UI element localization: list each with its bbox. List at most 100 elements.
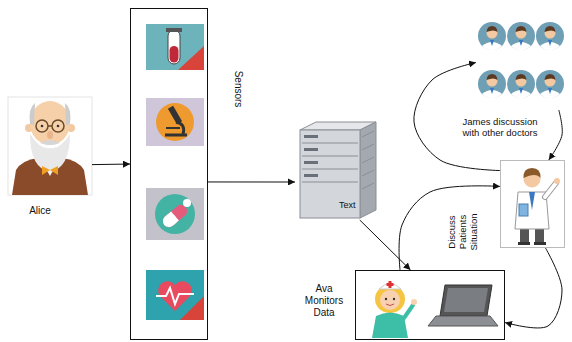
nurse-figure-part xyxy=(380,290,400,310)
microscope-icon-part xyxy=(165,134,187,137)
old-man-figure-part xyxy=(42,166,58,175)
monitor-station: Ava Monitors Data xyxy=(355,270,505,340)
nurse-figure-part xyxy=(404,305,413,318)
server-rack-part-part xyxy=(362,183,374,189)
heart-monitor-icon xyxy=(146,270,204,320)
microscope-icon-part xyxy=(166,127,180,129)
microscope-icon-part xyxy=(146,98,204,146)
blood-test-icon-part xyxy=(178,46,204,70)
old-man-figure-part xyxy=(36,120,48,132)
old-man-figure xyxy=(8,97,92,195)
doctor-figure-part xyxy=(523,168,540,178)
flow-arrow xyxy=(92,164,130,166)
nurse-figure-part xyxy=(372,313,408,339)
nurse-figure-part xyxy=(411,299,417,305)
doctor-avatars-part xyxy=(478,70,506,98)
node-label: James discussion with other doctors xyxy=(454,116,546,138)
node-label: Sensors xyxy=(232,71,244,108)
microscope-icon xyxy=(146,98,204,146)
nurse-figure xyxy=(372,281,417,338)
doctor-figure-part xyxy=(535,228,544,243)
laptop-figure-part xyxy=(428,316,498,326)
pill-icon-part-part xyxy=(167,211,179,224)
old-man-figure-part xyxy=(30,103,35,125)
server-rack-part xyxy=(304,148,318,151)
node-label: Text xyxy=(339,199,356,211)
flow-arrow xyxy=(549,110,563,160)
blood-test-icon-part xyxy=(170,46,179,63)
old-man-figure-part xyxy=(47,131,53,139)
old-man-figure-part xyxy=(40,140,60,145)
server-rack-part xyxy=(304,135,318,138)
old-man-figure-part xyxy=(41,125,44,128)
doctor-avatars-part xyxy=(536,22,564,50)
doctor-figure-part xyxy=(554,178,560,184)
flow-arrow xyxy=(399,186,500,270)
laptop-figure-part xyxy=(440,285,492,316)
doctor-avatars-part xyxy=(478,22,506,50)
blood-test-icon-part xyxy=(146,24,204,70)
pill-icon-part xyxy=(155,194,195,234)
laptop-figure xyxy=(428,285,498,326)
pill-icon-part xyxy=(183,199,191,207)
pill-icon-part-part xyxy=(160,211,178,229)
doctor-figure-part xyxy=(520,228,529,243)
old-man-figure-part xyxy=(57,125,60,128)
doctor-figure-part xyxy=(529,192,535,210)
blood-test-icon xyxy=(146,24,204,70)
flow-arrow xyxy=(208,181,295,182)
old-man-figure-part xyxy=(30,101,70,145)
server-rack-part-part xyxy=(362,170,374,176)
doctor-avatars-part xyxy=(507,70,535,98)
laptop-figure-part xyxy=(444,288,488,312)
server-rack-part-part xyxy=(302,182,358,183)
doctor-figure-part xyxy=(534,242,546,245)
microscope-icon-part xyxy=(168,106,182,125)
pill-icon-part xyxy=(146,188,204,240)
server-rack xyxy=(300,122,376,218)
flow-arrow xyxy=(505,248,562,328)
heart-monitor-icon-part xyxy=(146,270,204,320)
old-man-figure-part xyxy=(65,103,70,125)
doctor-avatars-part xyxy=(536,70,564,98)
doctor-figure-part xyxy=(545,183,556,197)
heart-monitor-icon-part xyxy=(156,288,194,304)
server-rack-part-part xyxy=(302,143,358,144)
sensor-panel: Sensors xyxy=(130,8,208,340)
server-rack-part-part xyxy=(362,144,374,150)
microscope-icon-part xyxy=(156,103,194,141)
server-rack-part xyxy=(302,131,374,189)
nurse-figure-part xyxy=(385,298,387,300)
doctor-figure-part xyxy=(519,204,528,216)
pill-icon xyxy=(146,188,204,240)
nurse-figure-part xyxy=(387,283,394,286)
server-rack-part xyxy=(304,161,318,164)
node-label: Ava Monitors Data xyxy=(298,283,350,319)
server-rack-part-part xyxy=(362,157,374,163)
blood-test-icon-part xyxy=(168,30,180,64)
nurse-figure-part xyxy=(386,304,394,306)
server: Text xyxy=(295,120,378,220)
doctor-box xyxy=(500,160,565,248)
blood-test-icon-part xyxy=(166,28,182,32)
doctor-figure xyxy=(515,168,560,245)
server-rack-part-part xyxy=(362,131,374,137)
doctor-figure-part xyxy=(518,242,530,245)
flow-arrow xyxy=(360,220,411,270)
doctor-avatars xyxy=(478,22,564,98)
old-man-figure-part xyxy=(52,120,64,132)
patient-figure: Alice xyxy=(8,97,92,195)
server-rack-part-part xyxy=(302,156,358,157)
server-rack-part xyxy=(300,130,360,218)
server-rack-part xyxy=(304,174,318,177)
node-label: Alice xyxy=(0,205,82,217)
edge-label: Discuss Patients Situation xyxy=(446,198,479,266)
doctor-group: James discussion with other doctors xyxy=(476,15,566,110)
doctor-avatars-part xyxy=(507,22,535,50)
old-man-figure-part xyxy=(30,134,70,172)
doctor-figure-part xyxy=(545,183,556,197)
nurse-figure-part xyxy=(393,298,395,300)
server-rack-part xyxy=(360,122,376,218)
